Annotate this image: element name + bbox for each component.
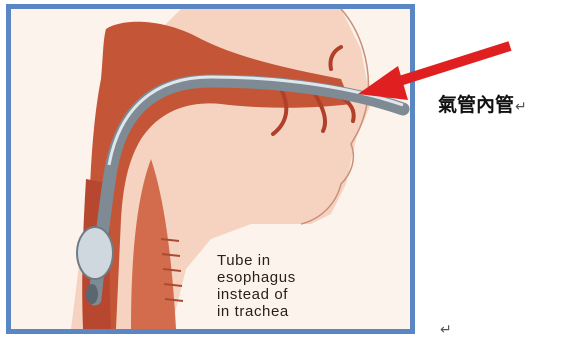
illustration-caption: Tube in esophagus instead of in trachea (217, 252, 296, 320)
tube-tip (86, 284, 98, 304)
annotation-label-text: 氣管內管 (438, 94, 514, 116)
annotation-label: 氣管內管↵ (438, 90, 527, 117)
caption-line: Tube in (217, 252, 296, 269)
tube-cuff (77, 227, 113, 279)
caption-line: esophagus (217, 269, 296, 286)
caption-line: instead of (217, 286, 296, 303)
bottom-line-end-mark: ↵ (440, 322, 452, 338)
line-end-mark: ↵ (515, 99, 527, 115)
caption-line: in trachea (217, 303, 296, 320)
